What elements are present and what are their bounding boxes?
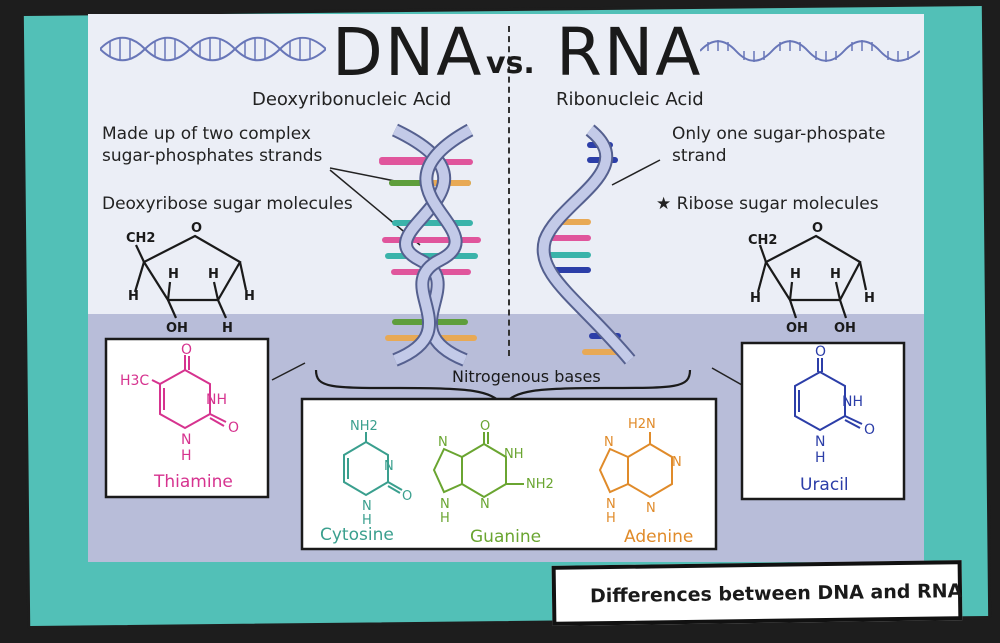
adenine-structure-icon: [598, 432, 673, 499]
cytosine-label: Cytosine: [320, 525, 394, 545]
dna-sugar-h2: H: [208, 267, 219, 282]
thiamine-nh: NH: [206, 392, 227, 408]
dna-strand-note-1: Made up of two complex: [102, 124, 311, 144]
dna-sugar-o: O: [191, 221, 202, 236]
guanine-structure-icon: [432, 432, 524, 499]
mini-helix-right-icon: [700, 40, 920, 62]
deoxyribose-structure-icon: [133, 234, 248, 319]
rna-sugar-h2: H: [830, 267, 841, 282]
dna-sugar-h4: H: [244, 289, 255, 304]
cytosine-o: O: [402, 489, 412, 504]
rna-sugar-h3: H: [750, 291, 761, 306]
guanine-n3: N: [440, 497, 450, 512]
uracil-o2: O: [864, 422, 875, 438]
uracil-label: Uracil: [800, 475, 849, 495]
thiamine-h3c: H3C: [120, 373, 149, 389]
rna-strand-note-1: Only one sugar-phospate: [672, 124, 886, 144]
cytosine-structure-icon: [343, 432, 403, 497]
dna-sugar-h5: H: [222, 321, 233, 336]
guanine-nh: NH: [504, 447, 524, 462]
rna-strand-note-2: strand: [672, 146, 727, 166]
thiamine-o1: O: [181, 342, 192, 358]
rna-sugar-oh2: OH: [834, 321, 856, 336]
uracil-h: H: [815, 450, 826, 466]
dna-strand-note-2: sugar-phosphates strands: [102, 146, 323, 166]
dna-full-name: Deoxyribonucleic Acid: [252, 89, 452, 110]
ribose-structure-icon: [756, 234, 868, 319]
title-dna: DNA: [332, 14, 484, 91]
adenine-h: H: [606, 511, 616, 526]
dna-sugar-note: Deoxyribose sugar molecules: [102, 194, 353, 214]
center-divider: [508, 26, 510, 356]
guanine-label: Guanine: [470, 527, 541, 547]
guanine-n1: N: [480, 497, 490, 512]
adenine-label: Adenine: [624, 527, 693, 547]
rna-helix-icon: [536, 124, 636, 365]
title-vs: vs.: [486, 46, 535, 81]
uracil-nh: NH: [842, 394, 863, 410]
rna-sugar-h1: H: [790, 267, 801, 282]
rna-sugar-ch2: CH2: [748, 233, 777, 248]
rna-sugar-o: O: [812, 221, 823, 236]
caption-box: Differences between DNA and RNA: [551, 560, 963, 626]
dna-sugar-ch2: CH2: [126, 231, 155, 246]
cytosine-h: H: [362, 513, 372, 528]
adenine-h2n: H2N: [628, 417, 656, 432]
dna-sugar-oh: OH: [166, 321, 188, 336]
guanine-h: H: [440, 511, 450, 526]
thiamine-box: [104, 337, 270, 499]
uracil-n: N: [815, 434, 825, 450]
bases-heading: Nitrogenous bases: [452, 367, 601, 386]
rna-sugar-oh1: OH: [786, 321, 808, 336]
guanine-nh2: NH2: [526, 477, 554, 492]
thiamine-o2: O: [228, 420, 239, 436]
uracil-structure-icon: [794, 358, 863, 432]
guanine-n2: N: [438, 435, 448, 450]
shared-bases-box: [300, 397, 718, 551]
thiamine-structure-icon: [151, 355, 227, 430]
rna-sugar-note: ★ Ribose sugar molecules: [656, 194, 879, 214]
adenine-n1: N: [672, 455, 682, 470]
title-rna: RNA: [556, 14, 703, 91]
mini-helix-left-icon: [100, 36, 326, 62]
guanine-o: O: [480, 419, 490, 434]
rna-sugar-h4: H: [864, 291, 875, 306]
dna-sugar-h1: H: [168, 267, 179, 282]
adenine-n2: N: [646, 501, 656, 516]
cytosine-nh2: NH2: [350, 419, 378, 434]
thiamine-n: N: [181, 432, 191, 448]
caption-text: Differences between DNA and RNA: [589, 580, 963, 608]
dna-sugar-h3: H: [128, 289, 139, 304]
adenine-n3: N: [604, 435, 614, 450]
cytosine-n2: N: [362, 499, 372, 514]
dna-helix-icon: [379, 123, 481, 367]
thiamine-label: Thiamine: [153, 472, 233, 492]
cytosine-n1: N: [384, 459, 394, 474]
adenine-n4: N: [606, 497, 616, 512]
thiamine-h: H: [181, 448, 192, 464]
uracil-o1: O: [815, 344, 826, 360]
rna-full-name: Ribonucleic Acid: [556, 89, 704, 110]
